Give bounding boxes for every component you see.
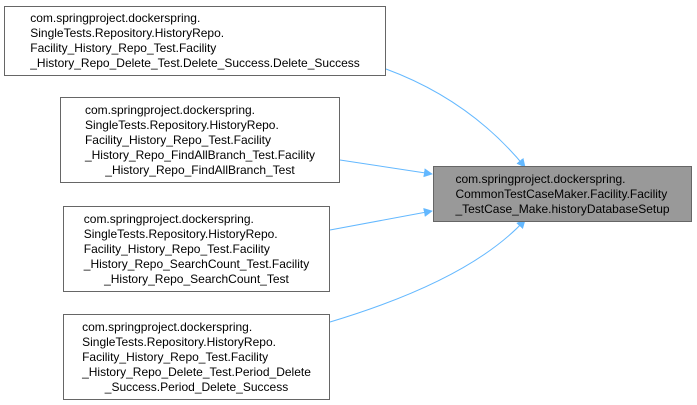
caller-node-label: com.springproject.dockerspring. SingleTe…: [85, 103, 315, 178]
label-line: Facility_History_Repo_Test.Facility: [30, 41, 217, 55]
label-line: _History_Repo_FindAllBranch_Test.Facilit…: [84, 147, 316, 162]
label-line: SingleTests.Repository.HistoryRepo.: [83, 226, 278, 241]
label-line: _History_Repo_FindAllBranch_Test: [105, 162, 295, 177]
caller-node-delete-success[interactable]: com.springproject.dockerspring. SingleTe…: [4, 6, 386, 76]
target-node-label: com.springproject.dockerspring. CommonTe…: [455, 172, 669, 217]
label-line: Facility_History_Repo_Test.Facility: [84, 132, 271, 147]
label-line: _History_Repo_Delete_Test.Period_Delete: [82, 364, 311, 379]
caller-node-search-count[interactable]: com.springproject.dockerspring. SingleTe…: [63, 206, 330, 292]
label-line: _History_Repo_Delete_Test.Delete_Success…: [30, 56, 360, 70]
label-line: _History_Repo_SearchCount_Test.Facility: [83, 256, 310, 271]
label-line: CommonTestCaseMaker.Facility.Facility: [455, 186, 668, 201]
label-line: _Success.Period_Delete_Success: [104, 379, 289, 394]
edge-caller-1: [385, 68, 526, 168]
caller-node-label: com.springproject.dockerspring. SingleTe…: [82, 320, 311, 395]
edge-caller-3: [329, 208, 433, 231]
label-line: com.springproject.dockerspring.: [82, 319, 253, 334]
label-line: _History_Repo_SearchCount_Test: [104, 271, 289, 286]
caller-node-label: com.springproject.dockerspring. SingleTe…: [30, 11, 360, 71]
caller-node-find-all-branch[interactable]: com.springproject.dockerspring. SingleTe…: [60, 97, 340, 183]
label-line: com.springproject.dockerspring.: [84, 102, 256, 117]
caller-node-label: com.springproject.dockerspring. SingleTe…: [84, 212, 309, 287]
label-line: com.springproject.dockerspring.: [83, 211, 254, 226]
label-line: SingleTests.Repository.HistoryRepo.: [84, 117, 279, 132]
label-line: Facility_History_Repo_Test.Facility: [82, 349, 269, 364]
label-line: _TestCase_Make.historyDatabaseSetup: [455, 201, 670, 216]
label-line: SingleTests.Repository.HistoryRepo.: [30, 26, 225, 40]
edge-caller-2: [339, 159, 433, 178]
label-line: SingleTests.Repository.HistoryRepo.: [82, 334, 276, 349]
label-line: com.springproject.dockerspring.: [455, 171, 626, 186]
label-line: Facility_History_Repo_Test.Facility: [83, 241, 270, 256]
edge-caller-4: [329, 219, 526, 323]
label-line: com.springproject.dockerspring.: [30, 11, 201, 25]
caller-node-period-delete-success[interactable]: com.springproject.dockerspring. SingleTe…: [63, 314, 330, 400]
target-node-history-database-setup[interactable]: com.springproject.dockerspring. CommonTe…: [433, 166, 692, 222]
